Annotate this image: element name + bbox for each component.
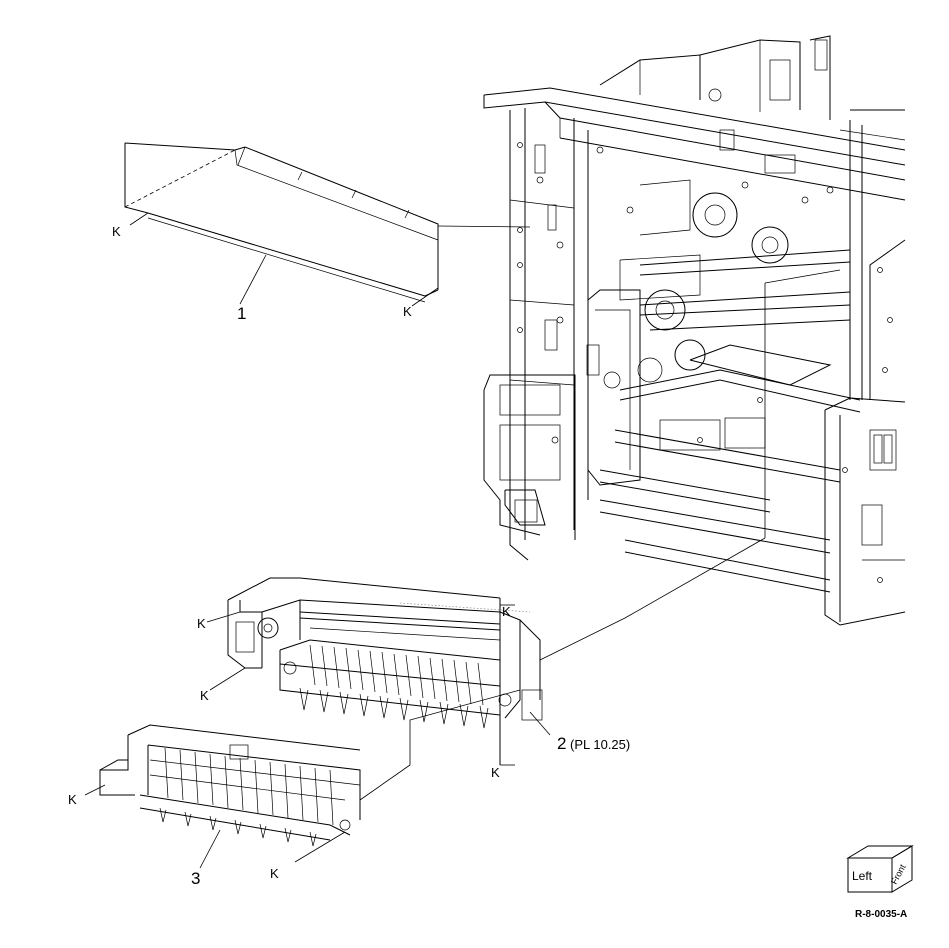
part-number-1: 1 — [237, 304, 246, 323]
k-label: K — [502, 604, 511, 619]
k-label: K — [200, 688, 209, 703]
part-number-2: 2 — [557, 734, 566, 753]
printer-frame — [483, 35, 906, 626]
part-1-cover-panel — [124, 142, 531, 307]
k-label: K — [491, 765, 500, 780]
k-label: K — [68, 792, 77, 807]
figure-code: R-8-0035-A — [855, 909, 907, 920]
part-3-guide-assembly — [84, 689, 521, 869]
k-label: K — [197, 616, 206, 631]
k-label: K — [270, 866, 279, 881]
part-number-3: 3 — [191, 869, 200, 888]
callout-labels: K K 1 K K K K 2 (PL 10.25) K K 3 — [68, 224, 630, 888]
part-2-transport-assembly — [206, 269, 841, 766]
orientation-cube-icon: Left Front — [846, 845, 914, 893]
part-2-reference: (PL 10.25) — [570, 737, 630, 752]
k-label: K — [403, 304, 412, 319]
k-label: K — [112, 224, 121, 239]
orientation-left: Left — [852, 869, 873, 883]
